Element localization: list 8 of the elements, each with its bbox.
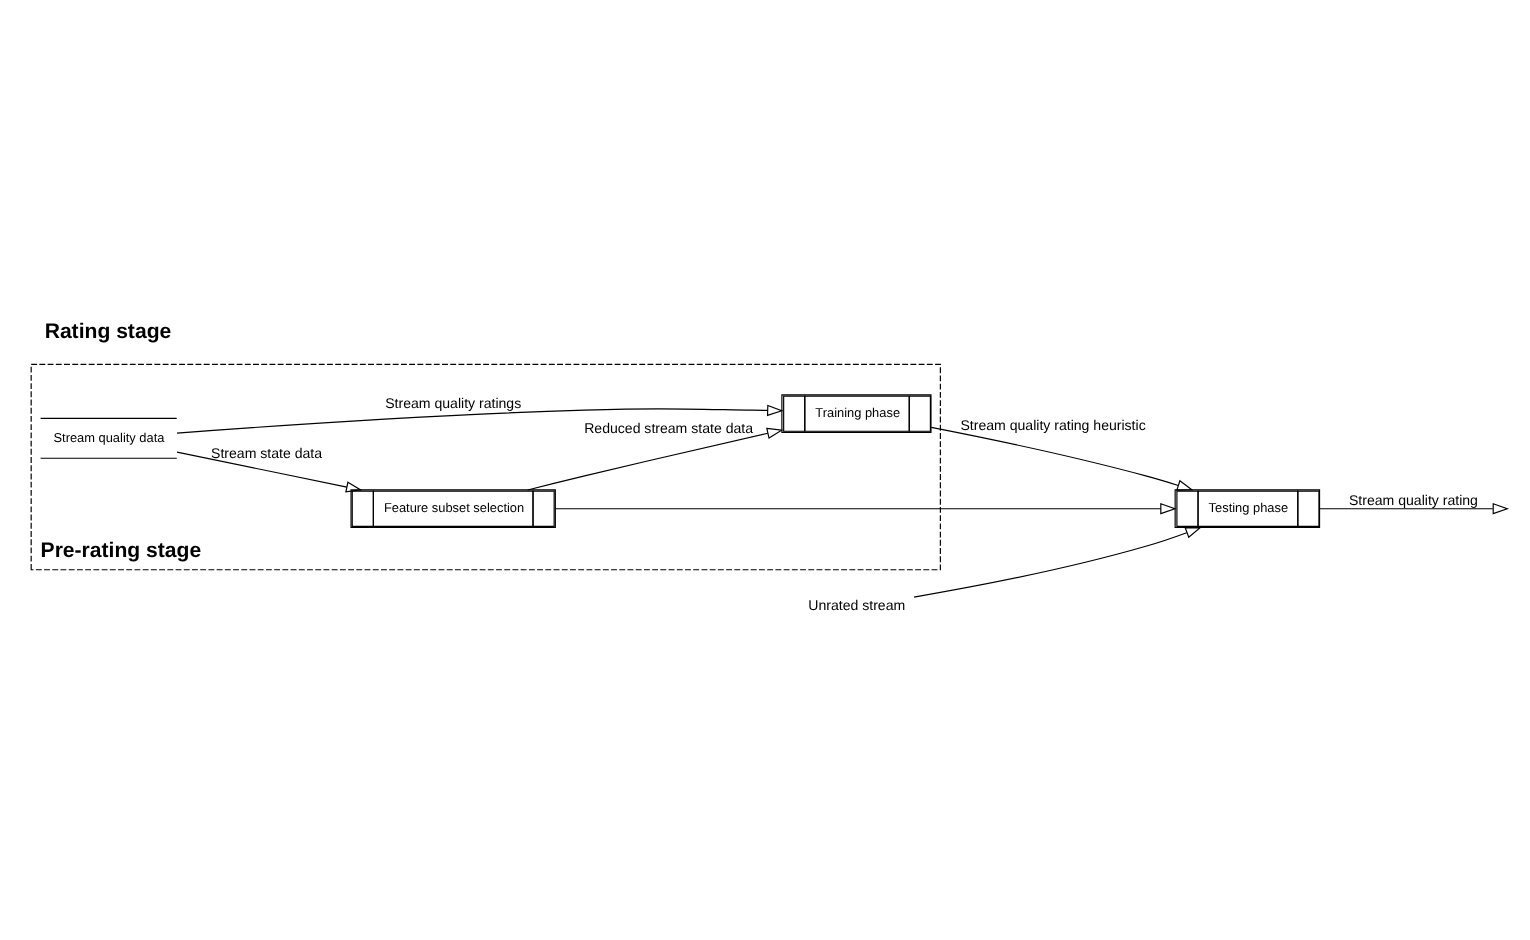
- arrow: [554, 503, 1177, 515]
- label: Rating stage: [44, 319, 172, 344]
- arrow: [1319, 503, 1510, 515]
- arrow: [913, 527, 1202, 598]
- arrow: [176, 451, 363, 493]
- arrow: [176, 404, 784, 434]
- arrow: [527, 427, 784, 491]
- arrow: [930, 426, 1194, 491]
